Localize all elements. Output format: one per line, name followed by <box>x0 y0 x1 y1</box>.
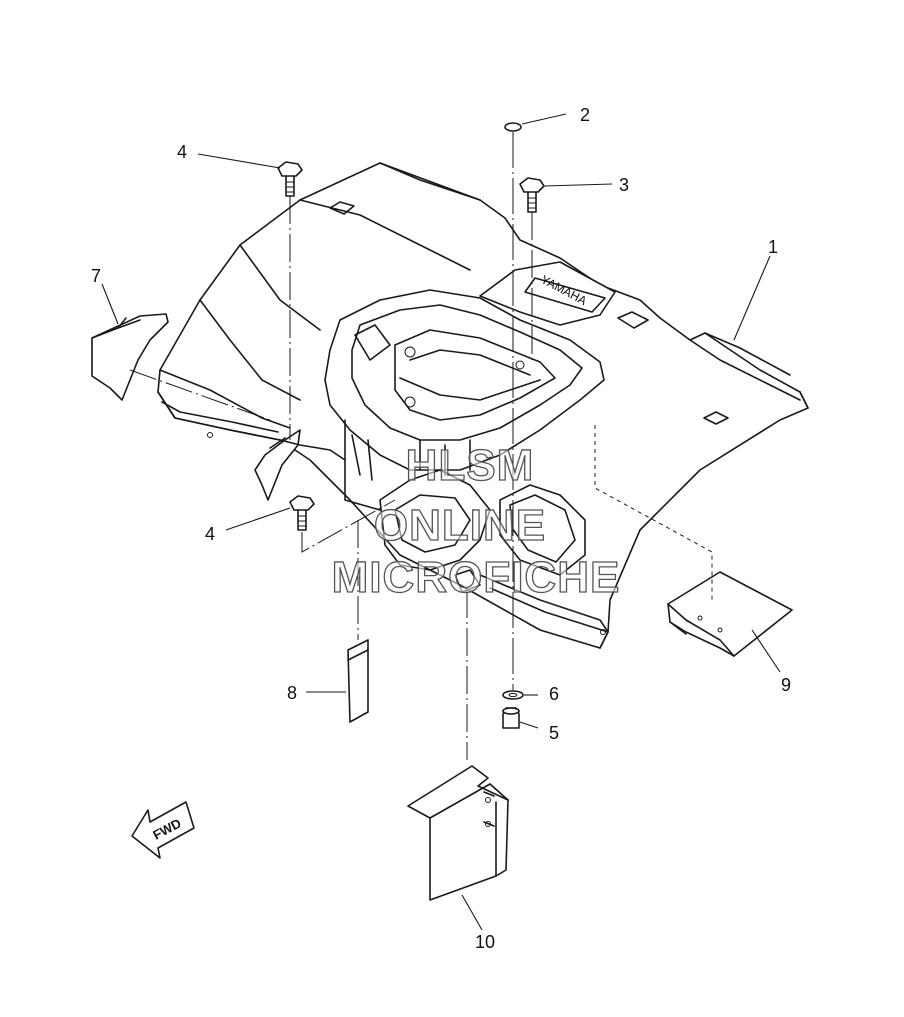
assembly-lines <box>129 132 713 760</box>
callout-8: 8 <box>287 683 297 703</box>
callout-10: 10 <box>475 932 495 952</box>
callout-4-lower: 4 <box>205 524 215 544</box>
part-5-nut <box>502 707 520 729</box>
rear-fender: YAMAHA <box>157 162 809 649</box>
callout-7: 7 <box>91 266 101 286</box>
part-10-flap <box>407 765 509 901</box>
callout-4-upper: 4 <box>177 142 187 162</box>
watermark-line-3: MICROFICHE <box>332 553 621 602</box>
part-9-plate <box>667 571 793 657</box>
part-4-bolt-lower <box>289 495 315 531</box>
callout-2: 2 <box>580 105 590 125</box>
watermark-line-1: HLSM <box>406 441 535 490</box>
callout-9: 9 <box>781 675 791 695</box>
part-2-cap <box>504 122 522 132</box>
callout-3: 3 <box>619 175 629 195</box>
part-4-bolt-upper <box>277 161 303 197</box>
callout-1: 1 <box>768 237 778 257</box>
part-3-bolt <box>519 177 545 213</box>
part-8-strip <box>347 639 369 723</box>
part-6-clip <box>502 690 524 700</box>
callout-5: 5 <box>549 723 559 743</box>
fwd-direction-arrow: FWD <box>131 801 195 859</box>
callout-6: 6 <box>549 684 559 704</box>
callout-labels: 1 2 3 4 4 5 6 7 8 9 10 <box>91 105 791 952</box>
part-7-panel <box>91 313 169 401</box>
watermark-line-2: ONLINE <box>374 501 546 550</box>
watermark: HLSM ONLINE MICROFICHE <box>331 440 621 602</box>
leader-lines <box>101 113 781 931</box>
